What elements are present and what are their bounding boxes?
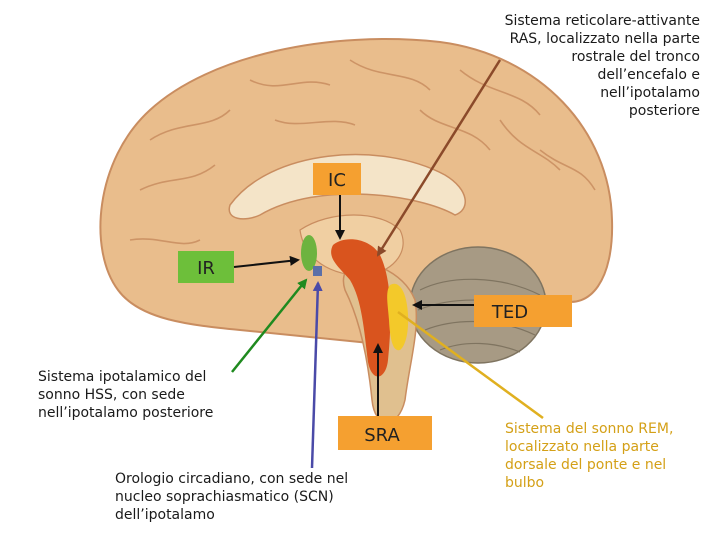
ras-caption-line: Sistema reticolare-attivante: [504, 13, 700, 29]
hss-caption-line: nell’ipotalamo posteriore: [38, 405, 214, 421]
scn-pointer: [310, 281, 323, 469]
ir-box: IR: [178, 251, 234, 283]
rem-region: [387, 283, 409, 351]
rem-caption-line: Sistema del sonno REM,: [505, 421, 674, 437]
ras-caption: Sistema reticolare-attivante RAS, locali…: [420, 12, 700, 120]
scn-caption: Orologio circadiano, con sede nel nucleo…: [115, 470, 405, 524]
ras-caption-line: nell’ipotalamo: [600, 85, 700, 101]
rem-caption: Sistema del sonno REM, localizzato nella…: [505, 420, 715, 492]
ir-label: IR: [197, 258, 215, 279]
scn-caption-line: Orologio circadiano, con sede nel: [115, 471, 349, 487]
ted-label: TED: [491, 302, 528, 323]
hss-caption-line: sonno HSS, con sede: [38, 387, 185, 403]
hss-caption-line: Sistema ipotalamico del: [38, 369, 207, 385]
ic-box: IC: [313, 163, 361, 195]
scn-caption-line: dell’ipotalamo: [115, 507, 215, 523]
ras-pointer: [376, 59, 502, 257]
rem-caption-line: bulbo: [505, 475, 545, 491]
hss-pointer: [231, 278, 308, 373]
sra-box: SRA: [338, 416, 432, 450]
ic-label: IC: [328, 170, 346, 191]
ras-caption-line: RAS, localizzato nella parte: [509, 31, 700, 47]
cortex-folds: [129, 59, 596, 245]
hss-caption: Sistema ipotalamico del sonno HSS, con s…: [38, 368, 258, 422]
ras-caption-line: posteriore: [628, 103, 700, 119]
scn-caption-line: nucleo soprachiasmatico (SCN): [115, 489, 334, 505]
ras-region: [331, 239, 391, 377]
ir-arrow: [233, 255, 300, 268]
rem-pointer: [397, 310, 544, 420]
hss-region: [301, 235, 317, 271]
ras-caption-line: rostrale del tronco: [571, 49, 700, 65]
rem-caption-line: localizzato nella parte: [505, 439, 659, 455]
scn-region: [313, 266, 322, 276]
sra-label: SRA: [364, 425, 400, 446]
rem-caption-line: dorsale del ponte e nel: [505, 457, 667, 473]
ted-box: TED: [474, 295, 572, 327]
ras-caption-line: dell’encefalo e: [597, 67, 700, 83]
